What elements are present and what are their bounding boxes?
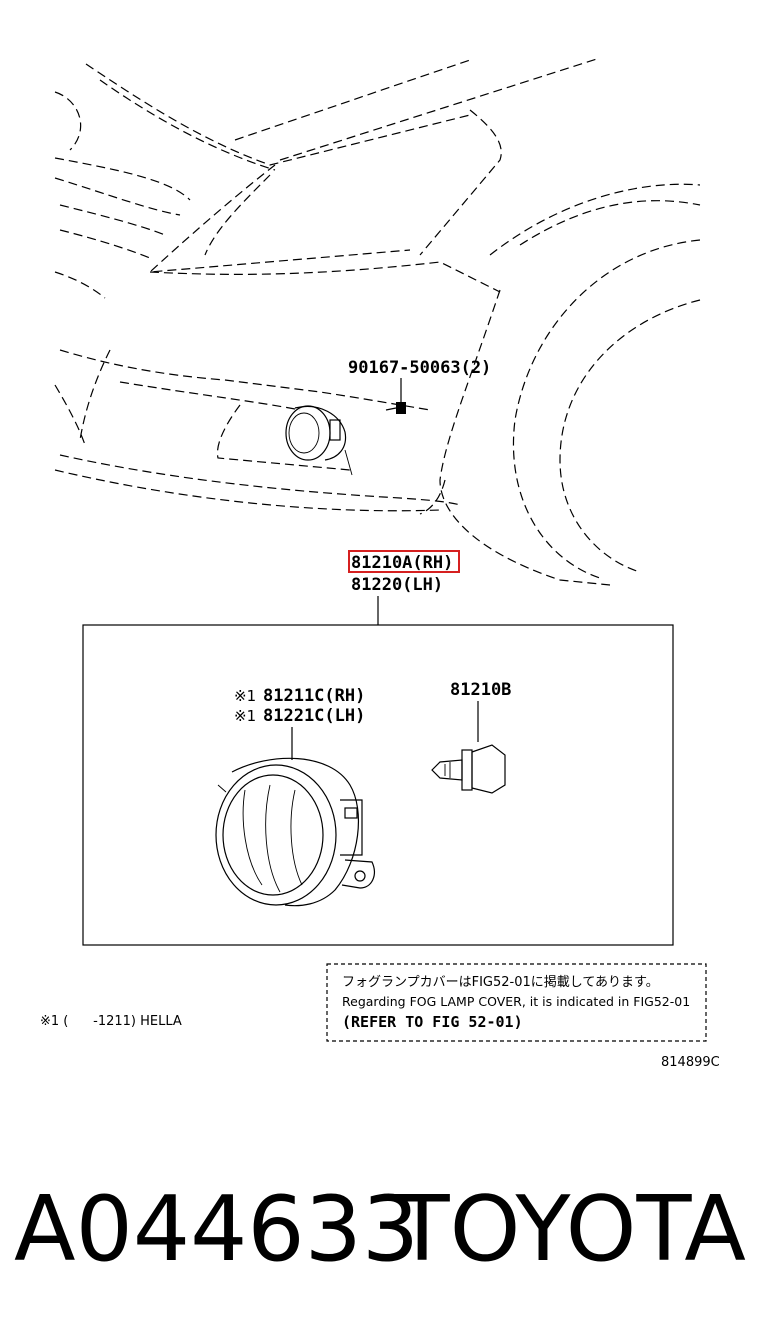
footer-brand: TOYOTA <box>394 1177 746 1282</box>
footer-code: A044633 <box>14 1177 420 1282</box>
bulb-icon <box>431 744 506 794</box>
footnote-hella: ※1 ( -1211) HELLA <box>40 1014 182 1029</box>
drawing-number: 814899C <box>661 1055 720 1070</box>
note-japanese: フォグランプカバーはFIG52-01に掲載してあります。 <box>342 974 659 990</box>
assembly-rh-part-number[interactable]: 81210A(RH) <box>351 553 453 573</box>
housing-rh-part-number[interactable]: 81211C(RH) <box>263 686 365 706</box>
vehicle-outline <box>54 57 701 586</box>
vehicle-fog-lamp <box>285 405 353 476</box>
bolt-part-number[interactable]: 90167-50063(2) <box>348 358 491 378</box>
housing-lh-part-number[interactable]: 81221C(LH) <box>263 706 365 726</box>
assembly-highlight-box <box>348 550 460 573</box>
detail-box <box>82 624 674 946</box>
bolt-icon <box>385 402 406 414</box>
fog-lamp-housing-icon <box>215 757 375 907</box>
housing-lh-mark: ※1 <box>234 707 256 725</box>
housing-rh-mark: ※1 <box>234 687 256 705</box>
note-refer: (REFER TO FIG 52-01) <box>342 1013 523 1031</box>
bulb-part-number[interactable]: 81210B <box>450 680 511 700</box>
assembly-lh-part-number[interactable]: 81220(LH) <box>351 575 443 595</box>
note-english: Regarding FOG LAMP COVER, it is indicate… <box>342 994 690 1009</box>
note-box <box>326 963 707 1042</box>
